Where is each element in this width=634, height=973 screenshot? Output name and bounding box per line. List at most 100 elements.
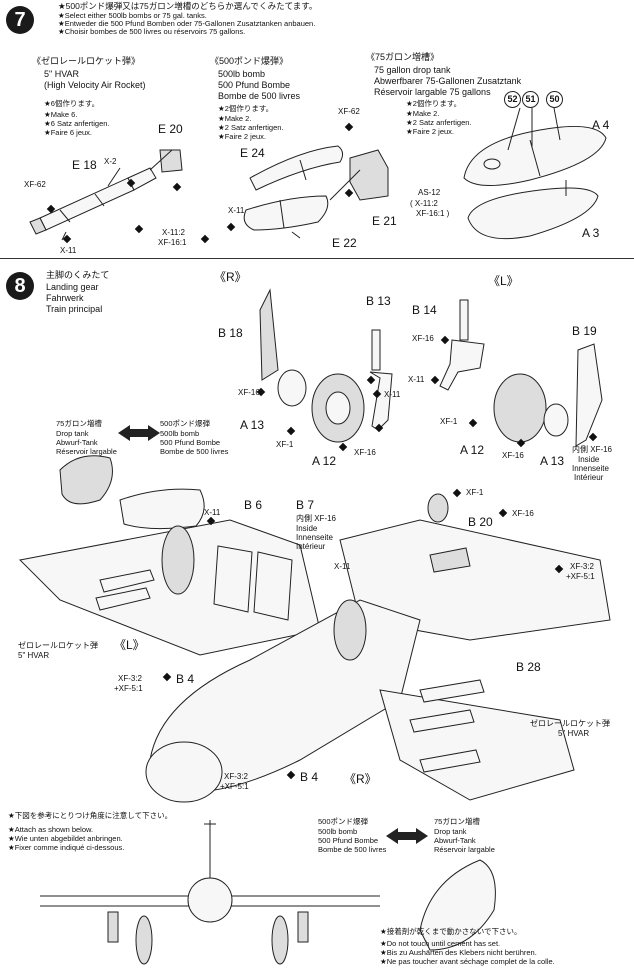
label-rocket-l-en: 5" HVAR [18,651,50,660]
label-a4: A 4 [592,118,610,132]
label-xf16-gear-b: XF-16 [354,448,376,457]
label-inside-gear-1: 内側 XF-16 [572,445,613,454]
label-rocket-r-en: 5" HVAR [558,729,590,738]
label-a12-gear-b: A 12 [460,443,485,457]
attach-note-de: ★Wie unten abgebildet anbringen. [8,834,123,843]
label-x2: X-2 [104,157,117,166]
tank-line-2: Abwerfbarer 75-Gallonen Zusatztank [374,76,522,86]
label-x11-gear-b: X-11 [408,375,425,384]
label-b6: B 6 [244,498,263,512]
cement-note-jp: ★接着剤が乾くまで動かさないで下さい。 [380,927,522,936]
cement-note-fr: ★Ne pas toucher avant séchage complet de… [380,957,555,966]
decal-50: 50 [546,91,563,108]
label-b7: B 7 [296,498,315,512]
bomb-box-fr: Bombe de 500 livres [160,447,229,456]
label-b4-b: B 4 [300,770,319,784]
label-inside-gear-4: Intérieur [574,473,604,482]
step-8-title-jp: 主脚のくみたて [46,270,110,280]
bottom-tank-en: Drop tank [434,827,467,836]
rocket-make-en: ★Make 6. [44,110,78,119]
droptank-box-en: Drop tank [56,429,89,438]
paint-dot [162,672,172,682]
bomb-line-1: 500lb bomb [218,69,266,79]
bottom-bomb-de: 500 Pfund Bombe [318,836,379,845]
label-e20: E 20 [158,122,183,136]
label-xf16-main: XF-16 [512,509,534,518]
label-e21: E 21 [372,214,397,228]
rocket-line-2: (High Velocity Air Rocket) [44,80,146,90]
label-inside-main-4: Intérieur [296,542,326,551]
label-as12: AS-12 [418,188,441,197]
bomb-make-jp: ★2個作ります。 [218,104,274,113]
cement-note-de: ★Bis zu Aushärten des Klebers nicht berü… [380,948,537,957]
label-xf1-main: XF-1 [466,488,484,497]
header-fr: ★Choisir bombes de 500 livres ou réservo… [58,27,246,36]
label-xf51-c: +XF-5:1 [220,782,249,791]
bottom-bomb-en: 500lb bomb [318,827,358,836]
rocket-line-1: 5" HVAR [44,69,80,79]
label-inside-gear-3: Innenseite [572,464,609,473]
label-xf16-gear-d: XF-16 [502,451,524,460]
paint-dot [498,508,508,518]
rocket-make-jp: ★6個作ります。 [44,99,100,108]
bomb-box-en: 500lb bomb [160,429,200,438]
bottom-tank-de: Abwurf-Tank [434,836,476,845]
tank-make-en: ★Make 2. [406,109,440,118]
bomb-box-jp: 500ポンド爆弾 [160,419,211,428]
cement-note-en: ★Do not touch until cement has set. [380,939,501,948]
paint-dot [554,564,564,574]
label-xf62-bomb: XF-62 [338,107,360,116]
attach-note-jp: ★下図を参考にとりつけ角度に注意して下さい。 [8,811,173,820]
rocket-make-de: ★6 Satz anfertigen. [44,119,110,128]
bomb-line-2: 500 Pfund Bombe [218,80,291,90]
label-xf1-gear-b: XF-1 [440,417,458,426]
label-xf1-gear-a: XF-1 [276,440,294,449]
paint-dot [452,488,462,498]
label-rocket-l-jp: ゼロレールロケット弾 [18,641,98,650]
label-b28: B 28 [516,660,541,674]
label-b13: B 13 [366,294,391,308]
label-a13-gear-a: A 13 [240,418,265,432]
label-b19: B 19 [572,324,597,338]
header-de: ★Entweder die 500 Pfund Bomben oder 75-G… [58,19,316,28]
double-arrow-bottom [386,828,428,844]
label-e18: E 18 [72,158,97,172]
label-b14: B 14 [412,303,437,317]
bottom-bomb-jp: 500ポンド爆弾 [318,817,369,826]
label-inside-main-2: Inside [296,524,318,533]
label-r-side: 《R》 [344,772,377,786]
attach-note-fr: ★Fixer comme indiqué ci-dessous. [8,843,125,852]
tank-make-de: ★2 Satz anfertigen. [406,118,472,127]
step-8-title-de: Fahrwerk [46,293,84,303]
label-x11-gear-a: X-11 [384,390,401,399]
label-x11-main-b: X-11 [334,562,351,571]
label-x11-main-a: X-11 [204,508,221,517]
label-b18: B 18 [218,326,243,340]
label-x11-bomb: X-11 [228,206,245,215]
bomb-line-3: Bombe de 500 livres [218,91,301,101]
label-tank-mix-2: XF-16:1 ) [416,209,450,218]
label-mix-xf16: XF-16:1 [158,238,187,247]
step-7-number: 7 [6,6,34,34]
paint-dot [206,516,216,526]
label-b4-a: B 4 [176,672,195,686]
right-gear-drawing [259,288,393,443]
tank-drawing [463,107,607,240]
droptank-box-fr: Réservoir largable [56,447,117,456]
rocket-make-fr: ★Faire 6 jeux. [44,128,92,137]
bomb-make-de: ★2 Satz anfertigen. [218,123,284,132]
header-jp: ★500ポンド爆弾又は75ガロン増槽のどちらか選んでくみたてます。 [58,1,318,11]
label-xf16-gear-a: XF-16 [238,388,260,397]
label-xf32-c: XF-3:2 [224,772,249,781]
double-arrow-top [118,425,160,441]
label-xf51-a: +XF-5:1 [566,572,595,581]
bomb-make-en: ★Make 2. [218,114,252,123]
step-8-title-en: Landing gear [46,282,99,292]
paint-dot [588,432,598,442]
label-e24: E 24 [240,146,265,160]
label-b20: B 20 [468,515,493,529]
step-7-drawings [29,107,607,241]
label-xf62-rocket: XF-62 [24,180,46,189]
section-divider [0,258,634,259]
paint-dot [372,389,382,399]
